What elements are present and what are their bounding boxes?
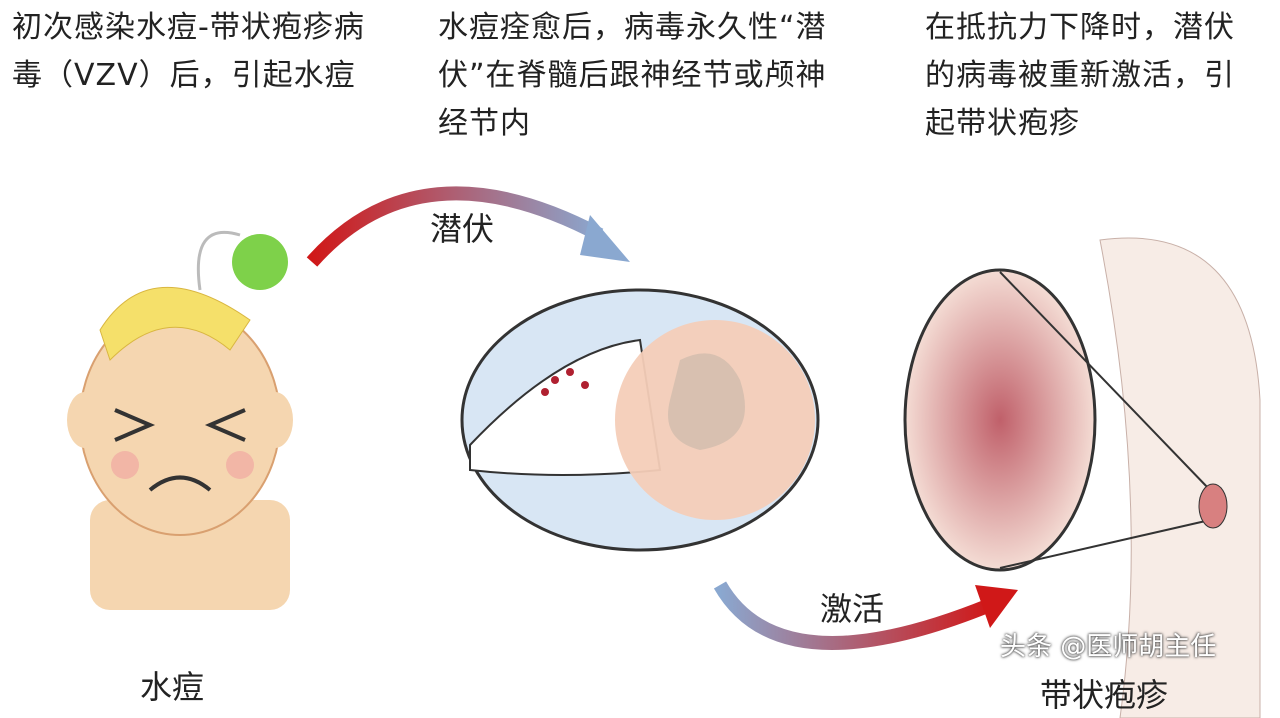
caption-primary-infection: 初次感染水痘-带状疱疹病毒（VZV）后，引起水痘 [12, 10, 365, 93]
caption-latency: 水痘痊愈后，病毒永久性“潜伏”在脊髓后跟神经节或颅神经节内 [438, 10, 827, 141]
latent-arrow [306, 186, 630, 267]
watermark: 头条 @医师胡主任 [1000, 632, 1217, 662]
caption-reactivation: 在抵抗力下降时，潜伏的病毒被重新激活，引起带状疱疹 [925, 10, 1235, 141]
shingles-skin-figure [903, 237, 1261, 718]
label-shingles: 带状疱疹 [1040, 676, 1169, 714]
label-latent: 潜伏 [430, 210, 495, 248]
label-chickenpox: 水痘 [140, 668, 205, 706]
label-activation: 激活 [820, 590, 885, 628]
spinal-ganglion-figure [460, 288, 820, 552]
activation-arrow [713, 581, 1018, 651]
child-with-chickenpox-figure [67, 230, 293, 610]
